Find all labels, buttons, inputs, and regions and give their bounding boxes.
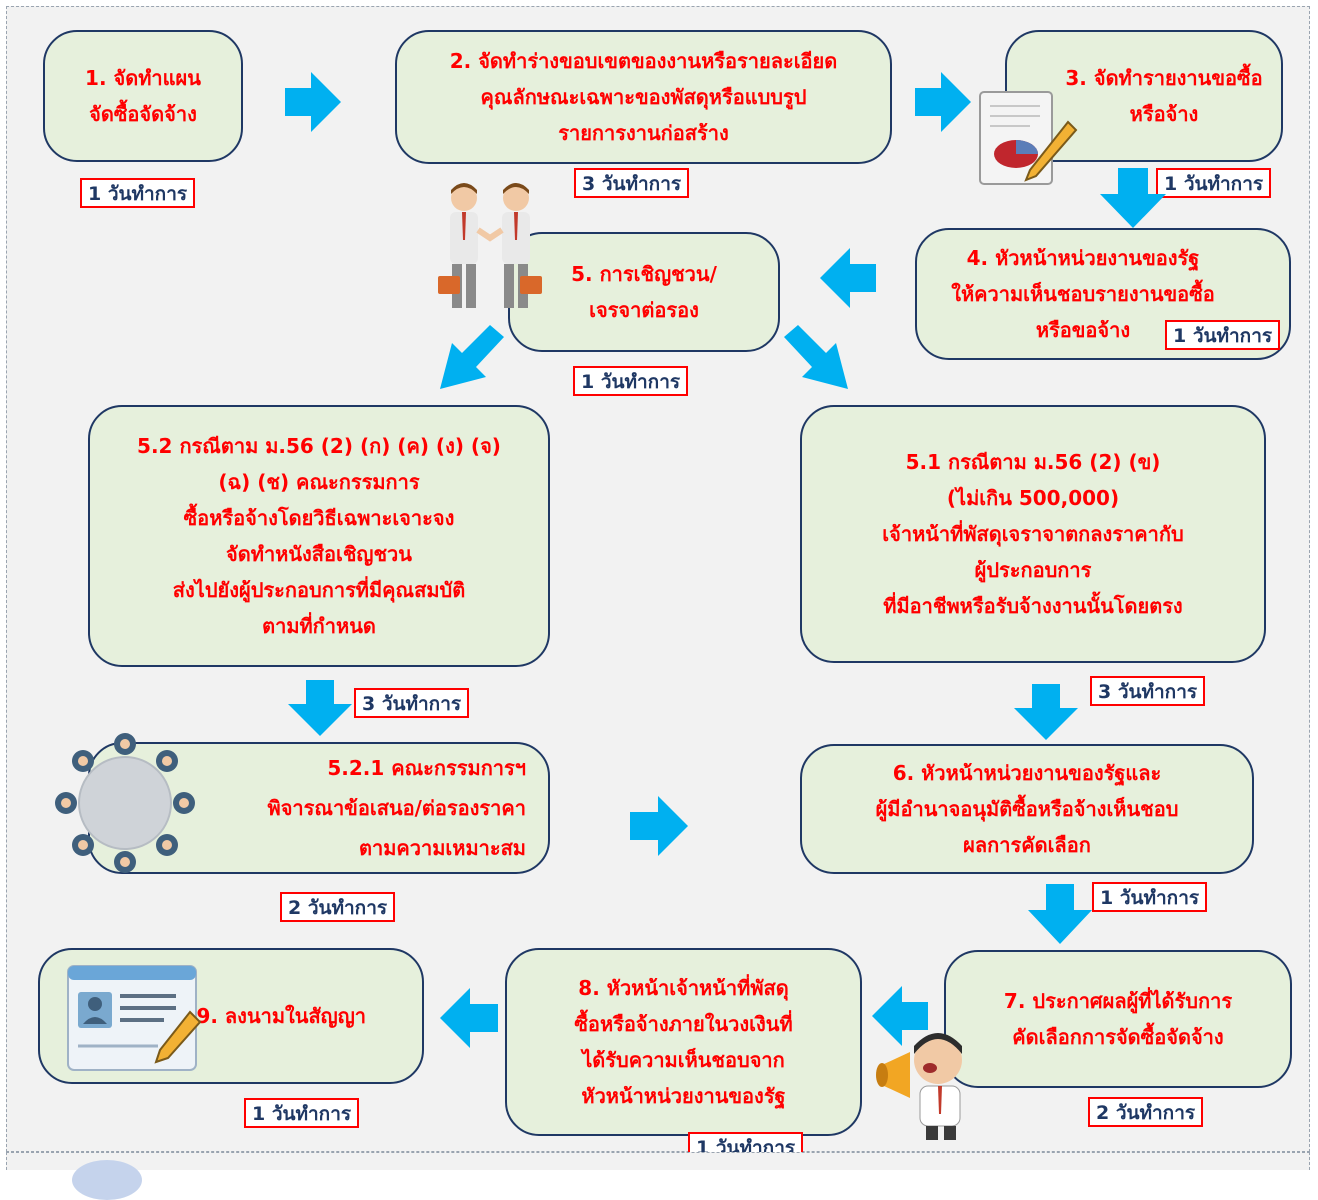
duration-step-1: 1 วันทำการ <box>80 178 196 208</box>
step-5-1-text: 5.1 กรณีตาม ม.56 (2) (ข) (ไม่เกิน 500,00… <box>882 450 1184 618</box>
step-5-text: 5. การเชิญชวน/ เจรจาต่อรอง <box>571 262 717 322</box>
duration-step-4: 1 วันทำการ <box>1165 320 1281 350</box>
arrow-5-2-to-5-2-1 <box>288 680 352 736</box>
duration-step-2: 3 วันทำการ <box>574 168 690 198</box>
step-5-2-text: 5.2 กรณีตาม ม.56 (2) (ก) (ค) (ง) (จ) (ฉ)… <box>137 434 501 638</box>
step-8-box: 8. หัวหน้าเจ้าหน้าที่พัสดุ ซื้อหรือจ้างภ… <box>505 948 862 1136</box>
step-5-2-1-text: 5.2.1 คณะกรรมการฯ พิจารณาข้อเสนอ/ต่อรองร… <box>267 756 526 860</box>
step-7-box: 7. ประกาศผลผู้ที่ได้รับการ คัดเลือกการจั… <box>944 950 1292 1088</box>
duration-step-5-1: 3 วันทำการ <box>1090 676 1206 706</box>
footer-decoration <box>72 1160 142 1200</box>
duration-step-5-2: 3 วันทำการ <box>354 688 470 718</box>
duration-step-3: 1 วันทำการ <box>1156 168 1272 198</box>
step-7-text: 7. ประกาศผลผู้ที่ได้รับการ คัดเลือกการจั… <box>1003 989 1233 1049</box>
arrow-5-to-5-1 <box>784 325 848 389</box>
step-3-text: 3. จัดทำรายงานขอซื้อ หรือจ้าง <box>1065 66 1263 126</box>
footer-strip <box>6 1152 1310 1170</box>
arrow-1-to-2 <box>285 72 341 132</box>
step-5-2-box: 5.2 กรณีตาม ม.56 (2) (ก) (ค) (ง) (จ) (ฉ)… <box>88 405 550 667</box>
arrow-7-to-8 <box>872 986 928 1046</box>
step-6-text: 6. หัวหน้าหน่วยงานของรัฐและ ผู้มีอำนาจอน… <box>875 761 1179 857</box>
step-6-box: 6. หัวหน้าหน่วยงานของรัฐและ ผู้มีอำนาจอน… <box>800 744 1254 874</box>
meeting-table-illustration <box>55 733 195 873</box>
duration-step-5-2-1: 2 วันทำการ <box>280 892 396 922</box>
arrow-3-to-4 <box>1100 168 1166 228</box>
step-1-text: 1. จัดทำแผน จัดซื้อจัดจ้าง <box>85 66 201 126</box>
report-chart-icon <box>979 91 1078 185</box>
arrow-5-2-1-to-6 <box>630 796 688 856</box>
step-4-box: 4. หัวหน้าหน่วยงานของรัฐ ให้ความเห็นชอบร… <box>915 228 1291 360</box>
duration-step-9: 1 วันทำการ <box>244 1098 360 1128</box>
arrow-2-to-3 <box>915 72 971 132</box>
step-1-box: 1. จัดทำแผน จัดซื้อจัดจ้าง <box>43 30 243 162</box>
arrow-4-to-5 <box>820 248 876 308</box>
arrow-6-to-7 <box>1028 884 1092 944</box>
step-5-box: 5. การเชิญชวน/ เจรจาต่อรอง <box>508 232 780 352</box>
step-2-box: 2. จัดทำร่างขอบเขตของงานหรือรายละเอียด ค… <box>395 30 892 164</box>
duration-step-6: 1 วันทำการ <box>1092 882 1208 912</box>
step-9-text: 9. ลงนามในสัญญา <box>196 1004 366 1028</box>
arrow-5-1-to-6 <box>1014 684 1078 740</box>
arrow-8-to-9 <box>440 988 498 1048</box>
duration-step-5: 1 วันทำการ <box>573 366 689 396</box>
step-4-text: 4. หัวหน้าหน่วยงานของรัฐ ให้ความเห็นชอบร… <box>951 246 1215 342</box>
step-8-text: 8. หัวหน้าเจ้าหน้าที่พัสดุ ซื้อหรือจ้างภ… <box>574 976 793 1108</box>
step-5-1-box: 5.1 กรณีตาม ม.56 (2) (ข) (ไม่เกิน 500,00… <box>800 405 1266 663</box>
step-2-text: 2. จัดทำร่างขอบเขตของงานหรือรายละเอียด ค… <box>449 49 838 145</box>
arrow-5-to-5-2 <box>440 325 504 389</box>
contract-document-icon <box>67 965 202 1071</box>
duration-step-7: 2 วันทำการ <box>1088 1097 1204 1127</box>
handshake-businessmen-illustration <box>438 183 542 308</box>
megaphone-man-illustration <box>876 1033 962 1140</box>
